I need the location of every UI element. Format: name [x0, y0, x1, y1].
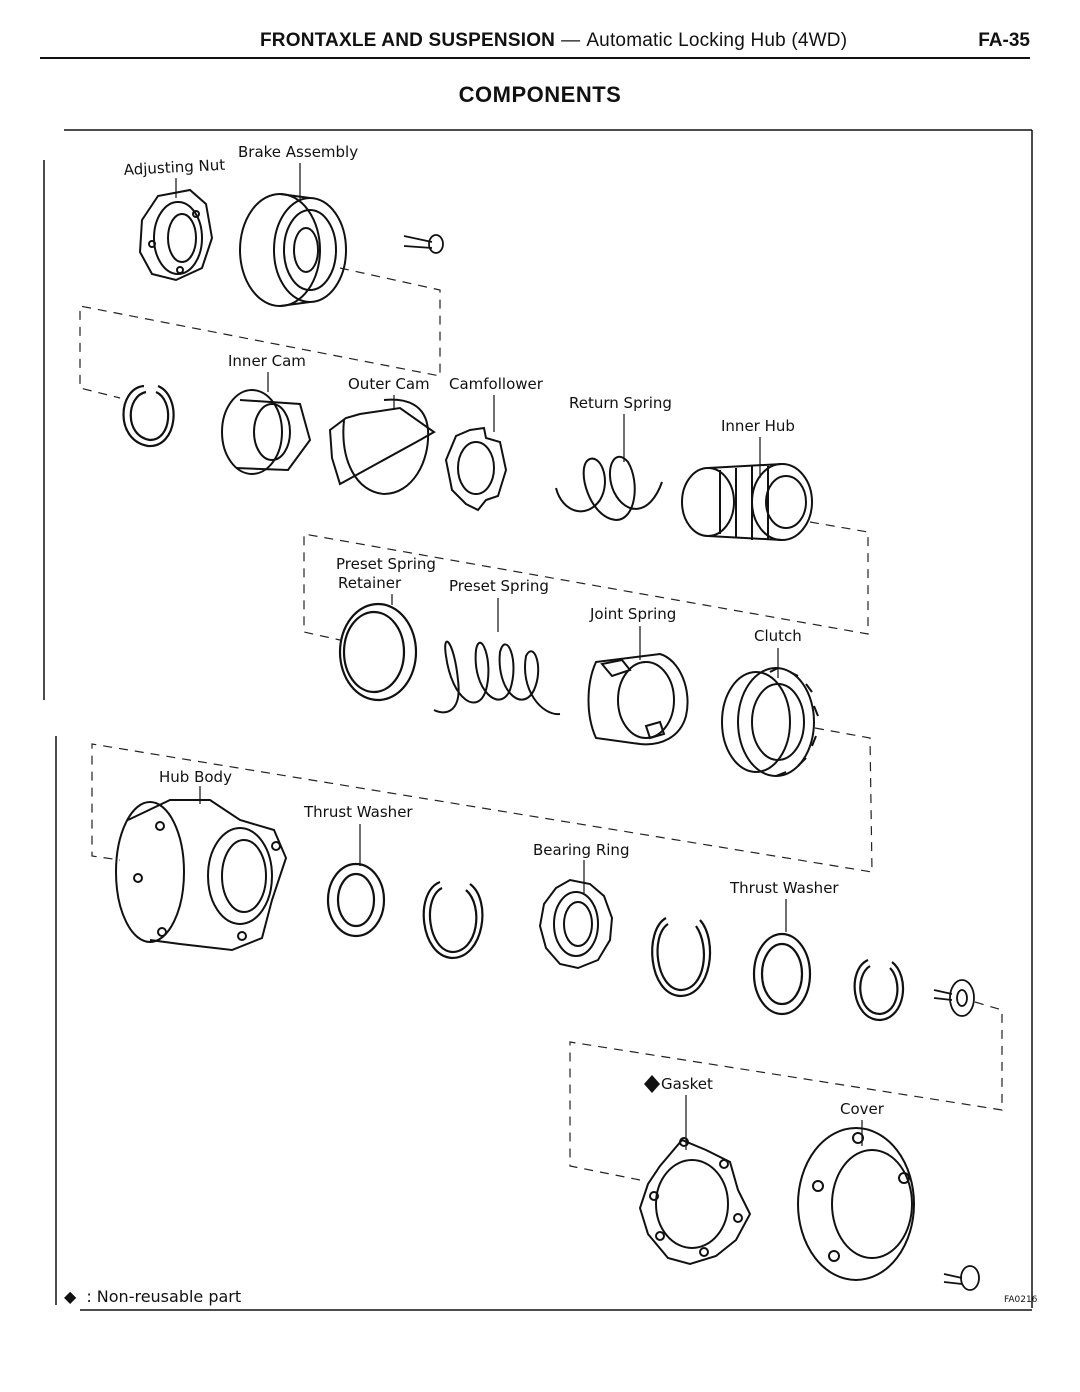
label-inner-hub: Inner Hub [721, 417, 795, 435]
inner-cam [221, 389, 312, 475]
snap-ring-3 [651, 917, 712, 998]
assembly-guide-lines [79, 267, 1003, 1181]
page-number: FA-35 [978, 30, 1030, 51]
leader-lines [175, 163, 863, 1150]
brake-assembly [239, 193, 347, 307]
label-gasket: Gasket [661, 1075, 713, 1093]
label-preset-spring: Preset Spring [449, 577, 549, 595]
bearing-ring [538, 878, 614, 970]
header-section-title: FRONTAXLE AND SUSPENSION [260, 30, 556, 51]
snap-ring-4 [853, 958, 905, 1022]
thrust-washer-1 [326, 862, 386, 938]
part-labels: Adjusting Nut Brake Assembly Inner Cam O… [123, 143, 1037, 1305]
page-title: COMPONENTS [458, 82, 622, 107]
small-screw [403, 234, 444, 254]
legend-text: : Non-reusable part [86, 1287, 242, 1306]
figure-code: FA0216 [1004, 1295, 1038, 1305]
legend: ◆ : Non-reusable part [64, 1287, 241, 1306]
non-reusable-diamond-icon [644, 1075, 660, 1093]
header-subsection: Automatic Locking Hub (4WD) [586, 30, 848, 51]
small-bolt [933, 979, 975, 1017]
label-thrust-washer-2: Thrust Washer [729, 879, 839, 897]
label-cover: Cover [840, 1100, 885, 1118]
label-outer-cam: Outer Cam [348, 375, 430, 393]
header-rule [40, 57, 1030, 59]
label-preset-spring-retainer-line1: Preset Spring [336, 555, 436, 573]
label-joint-spring: Joint Spring [589, 605, 676, 623]
thrust-washer-2 [752, 932, 812, 1016]
clutch [721, 667, 819, 777]
adjusting-nut [138, 188, 214, 282]
gasket [638, 1137, 752, 1266]
header-separator: — [561, 30, 581, 51]
snap-ring-1 [122, 384, 175, 448]
outer-cam [328, 398, 436, 496]
label-thrust-washer-1: Thrust Washer [303, 803, 413, 821]
preset-spring-retainer [338, 602, 418, 702]
inner-hub [681, 463, 813, 541]
legend-diamond-icon: ◆ [64, 1287, 77, 1306]
label-return-spring: Return Spring [569, 394, 672, 412]
page-header: FRONTAXLE AND SUSPENSION—Automatic Locki… [40, 26, 1030, 58]
cover [797, 1127, 915, 1281]
hub-body [115, 799, 288, 952]
camfollower [444, 426, 508, 512]
label-camfollower: Camfollower [449, 375, 544, 393]
cover-screw [943, 1265, 980, 1291]
label-preset-spring-retainer-line2: Retainer [338, 574, 402, 592]
label-bearing-ring: Bearing Ring [533, 841, 629, 859]
diagram-frame [43, 129, 1033, 1311]
label-adjusting-nut: Adjusting Nut [123, 156, 225, 179]
return-spring [555, 455, 663, 522]
label-clutch: Clutch [754, 627, 802, 645]
joint-spring [587, 652, 689, 746]
label-brake-assembly: Brake Assembly [238, 143, 358, 161]
snap-ring-2 [422, 880, 484, 960]
label-hub-body: Hub Body [159, 768, 232, 786]
label-inner-cam: Inner Cam [228, 352, 306, 370]
preset-spring [433, 640, 561, 716]
header-section: FRONTAXLE AND SUSPENSION—Automatic Locki… [260, 30, 847, 52]
